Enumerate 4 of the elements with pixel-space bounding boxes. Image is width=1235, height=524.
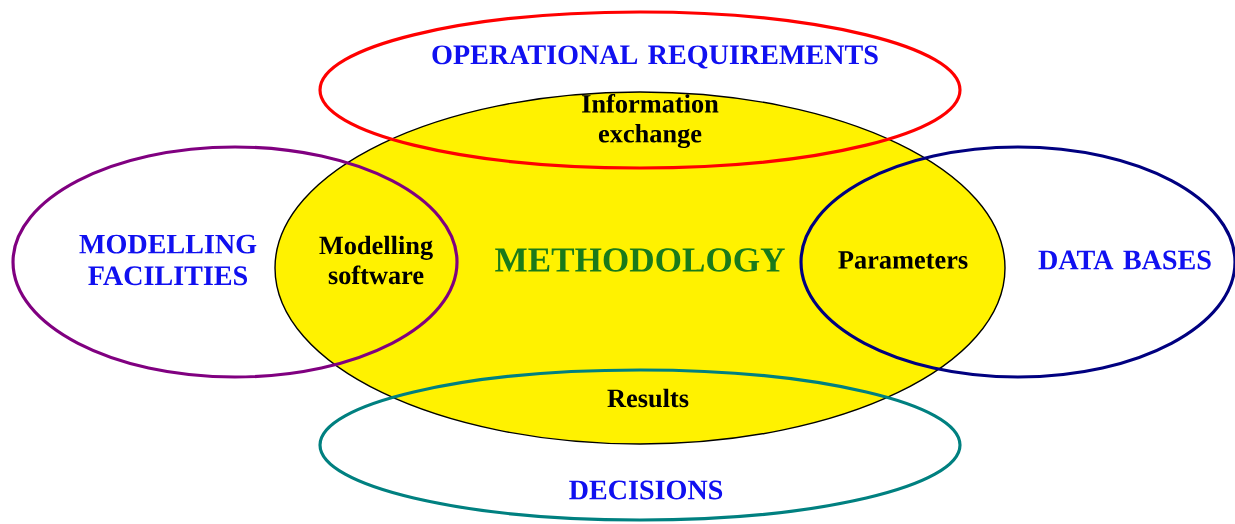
overlap-label: Information exchange: [582, 93, 719, 149]
overlap-label: Results: [607, 388, 689, 408]
overlap-label: Parameters: [838, 251, 968, 269]
overlap-label: Modelling software: [319, 235, 433, 285]
